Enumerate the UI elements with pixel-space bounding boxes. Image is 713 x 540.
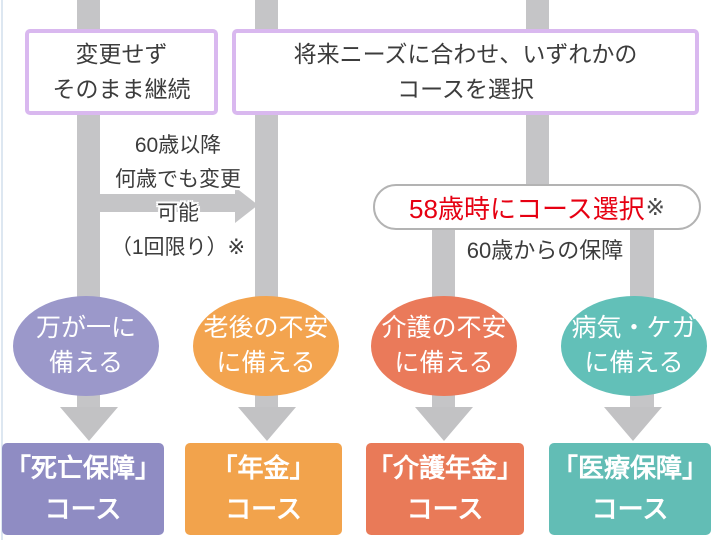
down-arrow-icon xyxy=(604,407,662,441)
need-ellipse-old-age: 老後の不安 に備える xyxy=(193,296,339,396)
need-line: 介護の不安 xyxy=(381,314,507,342)
option-choose-line1: 将来ニーズに合わせ、いずれかの xyxy=(293,41,638,67)
option-box-keep-current: 変更せず そのまま継続 xyxy=(25,29,218,115)
need-line: 備える xyxy=(48,349,124,377)
page-left-border xyxy=(1,0,3,540)
selection-pill-text: 58歳時にコース選択 xyxy=(409,193,645,224)
need-ellipse-nursing-care: 介護の不安 に備える xyxy=(371,296,517,396)
coverage-from-60-note: 60歳からの保障 xyxy=(466,238,624,263)
right-arrow-shaft xyxy=(98,194,235,212)
need-ellipse-sickness-injury: 病気・ケガ に備える xyxy=(561,296,707,396)
change-note-line3: 可能 xyxy=(157,202,199,225)
down-arrow-icon xyxy=(60,407,118,441)
need-line: 万が一に xyxy=(35,314,136,342)
course-line: 「死亡保障」 xyxy=(4,453,161,483)
down-arrow-icon xyxy=(415,407,473,441)
need-line: に備える xyxy=(394,349,494,377)
need-ellipse-emergency: 万が一に 備える xyxy=(13,296,159,396)
course-line: 「年金」 xyxy=(211,453,316,483)
selection-pill-marker: ※ xyxy=(645,193,665,220)
need-line: 病気・ケガ xyxy=(571,314,697,342)
option-box-choose-course: 将来ニーズに合わせ、いずれかの コースを選択 xyxy=(232,29,699,115)
course-box-pension: 「年金」 コース xyxy=(185,443,342,535)
course-line: 「介護年金」 xyxy=(366,453,523,483)
change-rule-note: 60歳以降 何歳でも変更 可能 （1回限り）※ xyxy=(95,129,261,265)
option-keep-line1: 変更せず xyxy=(75,41,168,67)
change-note-line2: 何歳でも変更 xyxy=(115,168,241,191)
course-line: 「医療保障」 xyxy=(551,453,708,483)
course-line: コース xyxy=(225,494,302,524)
change-note-line4: （1回限り）※ xyxy=(110,236,246,259)
course-box-medical-benefit: 「医療保障」 コース xyxy=(549,443,711,535)
option-choose-line2: コースを選択 xyxy=(397,76,534,102)
course-line: コース xyxy=(406,494,484,524)
course-line: コース xyxy=(591,494,669,524)
need-line: に備える xyxy=(584,349,684,377)
course-box-care-pension: 「介護年金」 コース xyxy=(366,443,524,535)
change-note-line1: 60歳以降 xyxy=(134,134,222,157)
option-keep-line2: そのまま継続 xyxy=(52,76,191,102)
course-line: コース xyxy=(44,494,122,524)
need-line: 老後の不安 xyxy=(203,314,329,342)
need-line: に備える xyxy=(216,349,316,377)
course-box-death-benefit: 「死亡保障」 コース xyxy=(2,443,164,535)
down-arrow-icon xyxy=(238,407,296,441)
course-selection-pill: 58歳時にコース選択 ※ xyxy=(373,184,701,230)
